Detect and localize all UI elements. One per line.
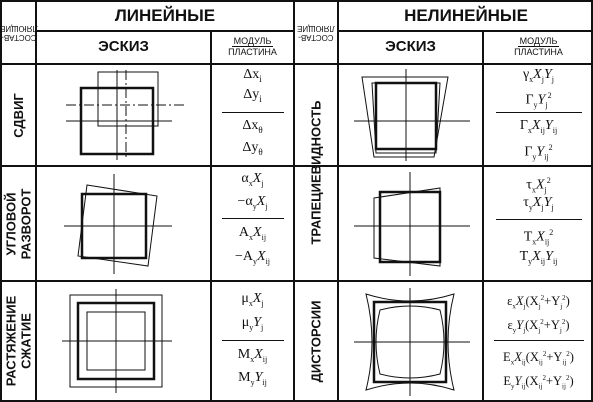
sketch-stretch <box>62 289 172 393</box>
formula-gamma-xj-yj: γxXjYj <box>522 67 554 84</box>
formula-neg-Ay-Xij: −AyXij <box>234 249 271 266</box>
formula-eps-x: εxXj(Xj2+Yj2) <box>507 294 570 311</box>
divider <box>35 30 293 32</box>
formula-neg-ay-xj: −αyXj <box>237 194 268 211</box>
sketch-shift <box>66 70 184 160</box>
formula-Gamma-y-yj2: ΓyYj2 <box>525 91 552 110</box>
sketch-tilt <box>354 172 470 276</box>
formula-separator <box>494 340 584 341</box>
sketch-trapezoid <box>354 69 470 161</box>
divider <box>337 30 593 32</box>
formula-ax-yj: αxXj <box>241 171 264 188</box>
sketch-header: ЭСКИЗ <box>385 38 436 55</box>
formula-dy: Δyi <box>243 87 262 104</box>
formula-My-Yij: MyYij <box>238 370 267 387</box>
nonlinear-title: НЕЛИНЕЙНЫЕ <box>404 6 528 25</box>
formula-separator <box>222 340 284 341</box>
formula-dy-theta: Δyθ <box>242 140 263 157</box>
formula-muy-yj: μyYj <box>241 315 264 332</box>
row-label-stretch: РАСТЯЖЕНИЕ СЖАТИЕ <box>3 295 34 387</box>
row-label-trapezoid: ТРАПЕЦИЕВИДНОСТЬ <box>308 100 324 245</box>
sketch-header: ЭСКИЗ <box>98 38 149 55</box>
divider <box>0 280 593 282</box>
divider <box>337 0 339 402</box>
formula-dx: Δxi <box>243 67 262 84</box>
formula-E-y: EyYij(Xij2+Yij2) <box>503 374 574 391</box>
formula-dx-theta: Δxθ <box>242 118 263 135</box>
sketch-distortion <box>354 288 470 396</box>
row-label-shift: СДВИГ <box>11 92 26 138</box>
formula-Gamma-y-Yij2: ΓyYij2 <box>524 143 553 162</box>
divider <box>337 165 593 167</box>
formula-separator <box>222 112 284 113</box>
divider <box>210 31 212 402</box>
formula-Mx-Xij: MxXij <box>237 347 268 364</box>
formula-T-y-Xij-Yij: TyXijYij <box>519 249 558 266</box>
formula-Gamma-x-Xij-Yij: ΓxXijYij <box>519 118 558 135</box>
divider <box>35 0 37 402</box>
sketch-rotation <box>64 174 172 274</box>
formula-tau-x-xj2: τxXj2 <box>526 176 551 195</box>
divider <box>0 63 593 65</box>
formula-eps-y: εyYj(Xj2+Yj2) <box>507 318 570 335</box>
module-header: МОДУЛЬ ПЛАСТИНА <box>228 36 277 57</box>
formula-E-x: ExXij(Xij2+Yij2) <box>503 350 574 367</box>
divider <box>482 31 484 402</box>
formula-T-x-Xij2: TxXij2 <box>523 228 554 247</box>
row-label-rotation: УГЛОВОЙ РАЗВОРОТ <box>3 188 34 259</box>
components-header: СОСТАВ- ЛЯЮЩИЕ <box>0 23 38 42</box>
formula-separator <box>222 218 284 219</box>
formula-separator <box>496 219 582 220</box>
module-header: МОДУЛЬ ПЛАСТИНА <box>514 36 563 57</box>
formula-mux-xj: μxXj <box>241 291 264 308</box>
divider <box>293 0 295 402</box>
formula-tau-y-xj-yj: τyXjYj <box>523 195 554 212</box>
components-header: СОСТАВ- ЛЯЮЩИЕ <box>297 23 335 42</box>
divider <box>0 165 337 167</box>
formula-separator <box>496 112 582 113</box>
row-label-distortion: ДИСТОРСИИ <box>308 300 324 382</box>
formula-Ax-Yij: AxXij <box>238 225 267 242</box>
linear-title: ЛИНЕЙНЫЕ <box>114 6 216 25</box>
